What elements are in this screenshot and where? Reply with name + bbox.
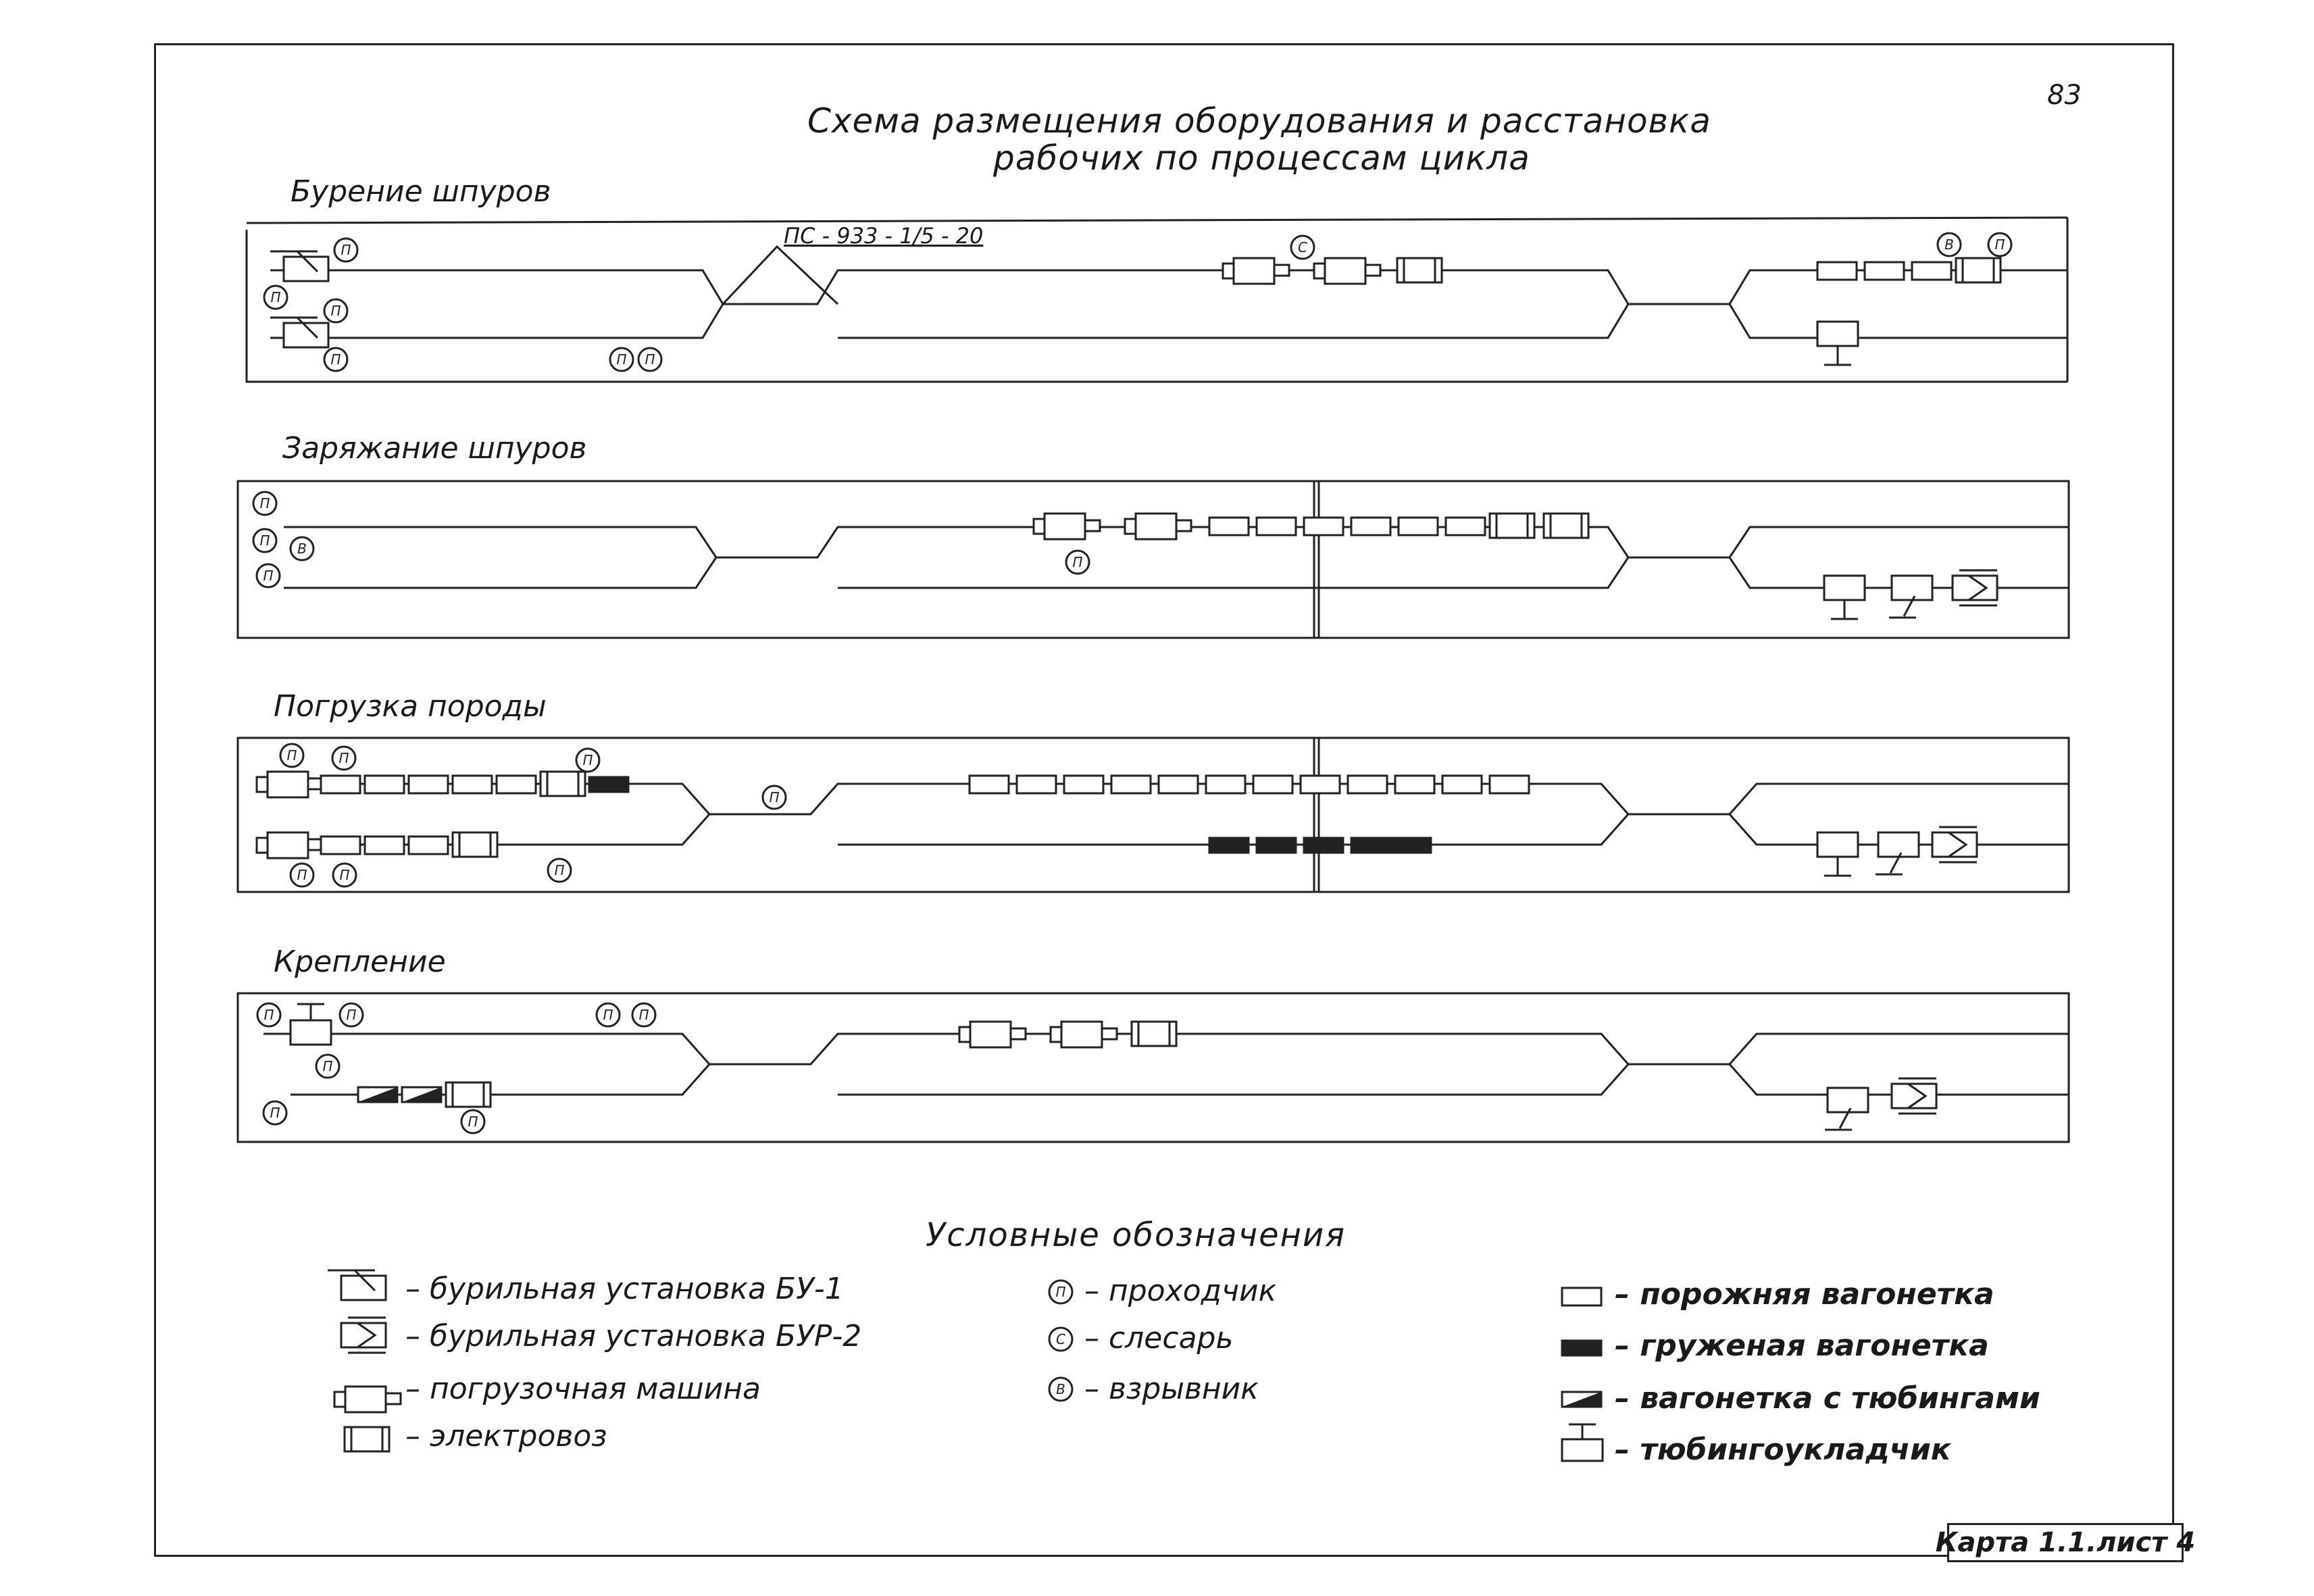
legend-label-tubing-car: – вагонетка с тюбингами <box>1615 1381 2040 1416</box>
svg-text:П: П <box>638 1007 649 1023</box>
legend-symbols: П С В <box>326 1269 1604 1462</box>
panel-drilling <box>245 216 2069 383</box>
legend-label-loaded-car: – груженая вагонетка <box>1615 1328 1989 1363</box>
section-label-rock-loading: Погрузка породы <box>274 689 547 724</box>
svg-text:П: П <box>330 351 341 368</box>
svg-text:П: П <box>322 1058 332 1074</box>
panel-charging <box>236 480 2070 639</box>
svg-text:П: П <box>468 1114 478 1130</box>
svg-text:П: П <box>297 867 307 883</box>
svg-text:П: П <box>341 242 351 258</box>
svg-text:П: П <box>259 495 270 512</box>
svg-text:В: В <box>1944 236 1954 253</box>
svg-text:П: П <box>603 1007 613 1023</box>
switch-label: ПС - 933 - 1/5 - 20 <box>784 223 984 249</box>
legend-label-locomotive: – электровоз <box>405 1419 607 1453</box>
svg-text:П: П <box>263 1007 274 1023</box>
legend-title: Условные обозначения <box>926 1216 1347 1254</box>
worker-marker-letters: П П П П П П С В П П П В П П П П П П П П П П П П П П П П <box>259 236 2005 1130</box>
equipment-drilling <box>269 250 2002 366</box>
legend-label-drill-bur2: – бурильная установка БУР-2 <box>405 1319 862 1353</box>
legend-label-drill-bu1: – бурильная установка БУ-1 <box>405 1272 844 1306</box>
worker-markers <box>252 232 2013 1134</box>
legend-label-blaster: – взрывник <box>1084 1372 1259 1406</box>
sheet-frame <box>154 43 2174 1557</box>
svg-text:П: П <box>1994 236 2005 253</box>
svg-text:В: В <box>1056 1381 1065 1397</box>
svg-text:В: В <box>297 541 307 557</box>
svg-text:П: П <box>554 862 564 878</box>
page-title-line-1: Схема размещения оборудования и расстано… <box>807 101 1711 141</box>
panel-rock-loading <box>236 737 2070 893</box>
svg-text:П: П <box>259 532 270 549</box>
svg-text:П: П <box>263 568 273 584</box>
panel-support <box>236 992 2070 1143</box>
equipment-charging <box>1032 512 1998 620</box>
svg-text:П: П <box>270 289 280 305</box>
svg-text:П: П <box>270 1105 280 1121</box>
legend-label-tubing-erector: – тюбингоукладчик <box>1615 1432 1951 1467</box>
svg-text:П: П <box>330 303 341 319</box>
svg-text:П: П <box>339 867 349 883</box>
svg-text:П: П <box>582 752 593 768</box>
svg-text:П: П <box>286 747 297 764</box>
equipment-support <box>289 1003 1938 1131</box>
svg-text:П: П <box>769 789 779 805</box>
svg-text:П: П <box>338 750 349 766</box>
svg-text:П: П <box>1072 554 1082 570</box>
svg-text:П: П <box>346 1007 356 1023</box>
page-number: 83 <box>2047 80 2082 111</box>
equipment-rock-loading <box>255 770 1978 877</box>
legend-label-mechanic: – слесарь <box>1084 1321 1234 1355</box>
legend-label-empty-car: – порожняя вагонетка <box>1615 1277 1994 1312</box>
card-label: Карта 1.1.лист 4 <box>1936 1523 2195 1562</box>
svg-text:П: П <box>645 351 655 368</box>
legend-label-loader: – погрузочная машина <box>405 1372 761 1406</box>
svg-text:П: П <box>1055 1284 1065 1300</box>
section-label-drilling: Бурение шпуров <box>291 174 551 209</box>
section-label-support: Крепление <box>274 945 446 979</box>
page-title-line-2: рабочих по процессам цикла <box>993 139 1530 178</box>
svg-text:С: С <box>1298 239 1307 255</box>
svg-text:П: П <box>616 351 626 368</box>
section-label-charging: Заряжание шпуров <box>282 431 587 466</box>
legend-label-worker: – проходчик <box>1084 1274 1277 1308</box>
svg-text:С: С <box>1056 1331 1065 1347</box>
